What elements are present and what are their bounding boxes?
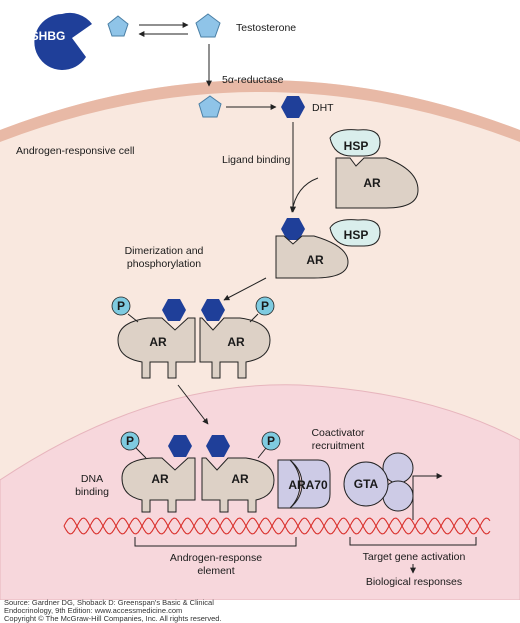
nuclear-entry-arrow — [177, 384, 209, 425]
coactivator-label-2: recruitment — [312, 440, 365, 452]
ar-receptor-2 — [275, 235, 349, 279]
are-bracket — [134, 537, 297, 547]
gta-label: GTA — [354, 477, 379, 491]
phosphate-icon-1 — [111, 296, 131, 316]
copyright-line: Copyright © The McGraw-Hill Companies, I… — [4, 614, 222, 623]
source-line-1: Source: Gardner DG, Shoback D: Greenspan… — [4, 598, 214, 607]
androgen-signaling-diagram: SHBG Testosterone 5α-reductase DHT Andro… — [0, 12, 520, 600]
dht-icon — [281, 96, 305, 118]
ar-receptor-1 — [335, 157, 419, 209]
phosphate-label-1: P — [117, 299, 125, 313]
phosphate-stem-2 — [249, 313, 259, 323]
phosphate-stem-3 — [135, 447, 147, 459]
testosterone-label: Testosterone — [236, 22, 296, 34]
dht-bound-icon-2 — [162, 299, 186, 321]
phosphate-icon-3 — [120, 431, 140, 451]
dimerization-label-2: phosphorylation — [127, 258, 201, 270]
dimerization-arrow — [223, 277, 267, 301]
dht-bound-icon-4 — [168, 435, 192, 457]
ara70-coactivator — [277, 459, 331, 509]
dht-bound-icon-5 — [206, 435, 230, 457]
ar-label-1: AR — [363, 176, 381, 190]
ar-dimer-cytoplasm — [117, 317, 271, 379]
dna-binding-label-1: DNA — [81, 473, 103, 485]
target-gene-label: Target gene activation — [363, 551, 466, 563]
phosphate-label-2: P — [261, 299, 269, 313]
ar-label-dimer-right: AR — [227, 335, 245, 349]
ar-label-dna-left: AR — [151, 472, 169, 486]
hsp-label-2: HSP — [344, 228, 369, 242]
cell-label: Androgen-responsive cell — [16, 145, 134, 157]
dna-helix — [63, 517, 491, 535]
phosphate-label-4: P — [267, 434, 275, 448]
hsp-protein-2 — [329, 219, 381, 247]
source-line-2: Endocrinology, 9th Edition: www.accessme… — [4, 606, 183, 615]
dna-binding-label-2: binding — [75, 486, 109, 498]
shbg-label: SHBG — [31, 29, 66, 43]
reductase-label: 5α-reductase — [222, 74, 284, 86]
gta-complex — [343, 452, 414, 512]
testosterone-free-icon — [195, 13, 221, 38]
dht-bound-icon-1 — [281, 218, 305, 240]
phosphate-stem-1 — [127, 313, 139, 323]
target-gene-bracket — [349, 537, 477, 546]
hsp-label-1: HSP — [344, 139, 369, 153]
hsp-protein-1 — [329, 129, 381, 157]
shbg-protein: SHBG — [31, 12, 92, 70]
dht-label: DHT — [312, 102, 334, 114]
are-label-1: Androgen-response — [170, 552, 262, 564]
ar-dimer-nucleus — [121, 457, 275, 513]
ligand-binding-label: Ligand binding — [222, 154, 290, 166]
testosterone-bound-icon — [107, 15, 129, 37]
biological-responses-label: Biological responses — [366, 576, 462, 588]
testosterone-intracellular-icon — [198, 95, 222, 118]
are-label-2: element — [197, 565, 234, 577]
phosphate-label-3: P — [126, 434, 134, 448]
phosphate-stem-4 — [257, 447, 267, 459]
phosphate-icon-4 — [261, 431, 281, 451]
phosphate-icon-2 — [255, 296, 275, 316]
ara70-label: ARA70 — [288, 478, 328, 492]
cell-membrane-band — [0, 80, 520, 142]
dht-bound-icon-3 — [201, 299, 225, 321]
transcription-start-arrow — [412, 473, 443, 520]
coactivator-label-1: Coactivator — [311, 427, 365, 439]
ar-label-dna-right: AR — [231, 472, 249, 486]
dimerization-label-1: Dimerization and — [125, 245, 204, 257]
ar-label-dimer-left: AR — [149, 335, 167, 349]
ar-label-2: AR — [306, 253, 324, 267]
